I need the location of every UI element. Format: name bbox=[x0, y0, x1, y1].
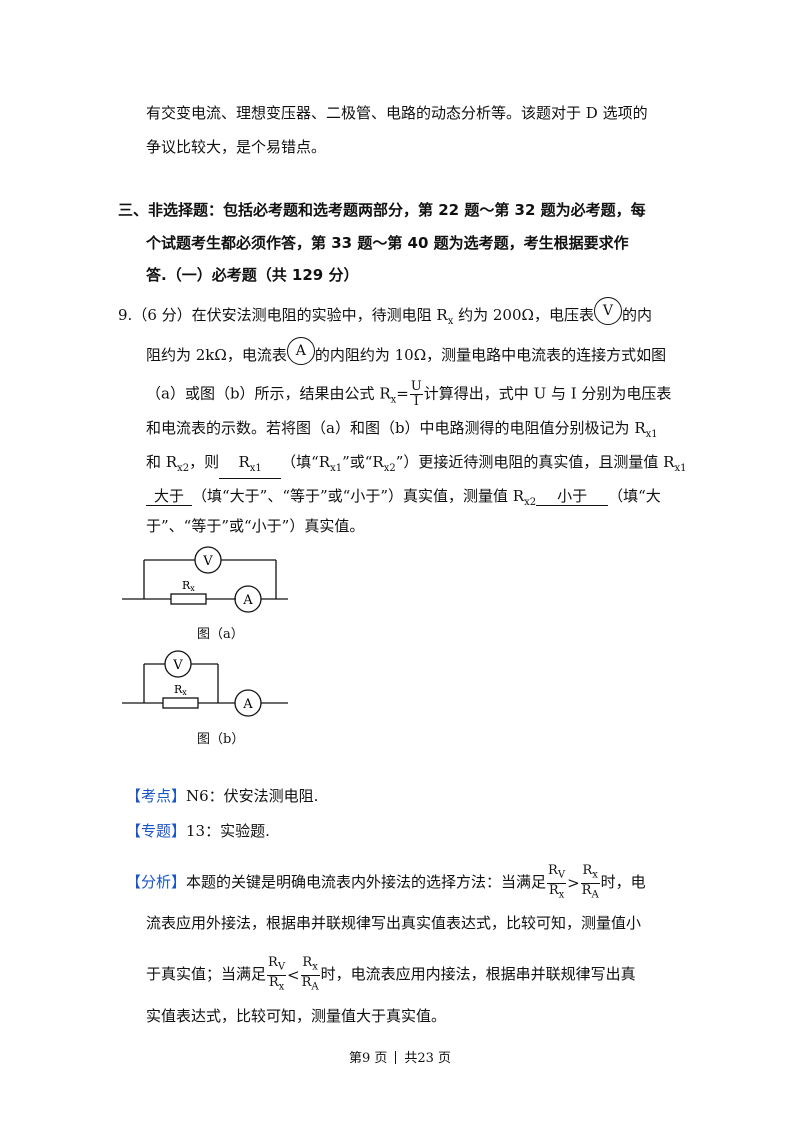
fig-b-resistor bbox=[162, 697, 199, 709]
ammeter-symbol: A bbox=[286, 337, 315, 365]
footer-divider bbox=[395, 1051, 397, 1064]
section-heading-line-2: 个试题考生都必须作答，第 33 题～第 40 题为选考题，考生根据要求作 bbox=[146, 234, 629, 252]
section-heading-line-1: 三、非选择题：包括必考题和选考题两部分，第 22 题～第 32 题为必考题，每 bbox=[118, 201, 646, 219]
svg-text:Rx: Rx bbox=[174, 683, 187, 697]
question-number: 9. bbox=[118, 306, 133, 324]
answer-blank-2: 大于 bbox=[146, 487, 192, 506]
answer-blank-1: Rx1 bbox=[219, 453, 282, 479]
svg-text:A: A bbox=[242, 593, 253, 608]
question-line-7: 于”、“等于”或“小于”）真实值。 bbox=[146, 517, 365, 535]
fenxi-line-2: 流表应用外接法，根据串并联规律写出真实值表达式，比较可知，测量值小 bbox=[146, 914, 642, 932]
figure-a-caption: 图（a） bbox=[197, 627, 244, 642]
kaodian-tag: 【考点】 bbox=[126, 787, 187, 805]
figure-b-caption: 图（b） bbox=[197, 732, 245, 747]
footer-page-total: 共23 页 bbox=[404, 1051, 452, 1066]
intro-line-1: 有交变电流、理想变压器、二极管、电路的动态分析等。该题对于 D 选项的 bbox=[146, 104, 648, 122]
answer-blank-3: 小于 bbox=[536, 487, 609, 506]
fig-a-resistor bbox=[170, 593, 207, 605]
svg-text:Rx: Rx bbox=[182, 579, 195, 593]
page-footer: 第9 页 共23 页 bbox=[0, 1047, 800, 1066]
zhuanti-line: 【专题】13：实验题. bbox=[126, 822, 270, 840]
fig-a-ammeter-icon bbox=[234, 585, 262, 613]
kaodian-line: 【考点】N6：伏安法测电阻. bbox=[126, 787, 319, 805]
fig-a-voltmeter-icon bbox=[194, 546, 222, 574]
footer-page-number: 第9 页 bbox=[348, 1051, 388, 1066]
zhuanti-tag: 【专题】 bbox=[126, 822, 187, 840]
intro-line-2: 争议比较大，是个易错点。 bbox=[146, 138, 327, 156]
circuit-figure-a: V A Rx bbox=[122, 546, 288, 613]
section-heading-line-3: 答.（一）必考题（共 129 分） bbox=[146, 266, 359, 284]
fig-b-ammeter-icon bbox=[234, 689, 262, 717]
fenxi-tag: 【分析】 bbox=[126, 873, 187, 892]
svg-text:V: V bbox=[202, 554, 213, 569]
circuit-figure-b: V A Rx bbox=[122, 650, 288, 717]
fig-b-voltmeter-icon bbox=[164, 650, 192, 678]
svg-text:V: V bbox=[172, 658, 183, 673]
fenxi-line-4: 实值表达式，比较可知，测量值大于真实值。 bbox=[146, 1007, 447, 1025]
svg-text:A: A bbox=[242, 697, 253, 712]
question-line-4: 和电流表的示数。若将图（a）和图（b）中电路测得的电阻值分别极记为 Rx1 bbox=[146, 419, 658, 440]
voltmeter-symbol: V bbox=[593, 297, 622, 325]
